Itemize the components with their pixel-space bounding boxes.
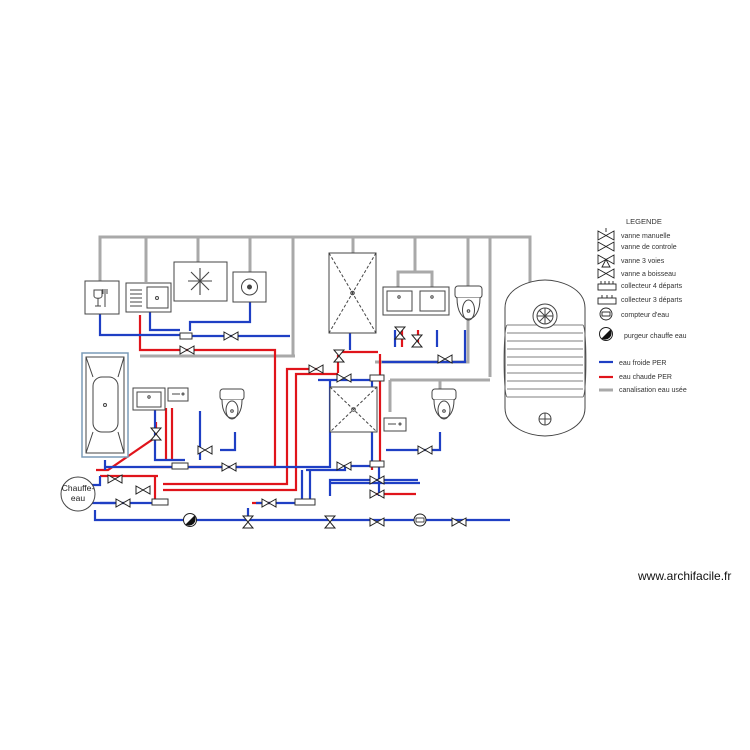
control-box-2 [383,417,407,432]
refrigerator [173,261,228,302]
legend-label-collector-4: collecteur 4 départs [621,283,683,290]
collectors [151,332,385,506]
legend-3way-valve-icon [597,254,615,268]
legend-label-water-meter: compteur d'eau [621,312,669,319]
legend-label-collector-3: collecteur 3 départs [621,297,683,304]
water-tank [503,279,587,437]
shower-1 [328,252,377,334]
legend-label-ball-valve: vanne a boisseau [621,271,676,278]
legend-label-waste: canalisation eau usée [619,387,687,394]
legend-label-3way-valve: vanne 3 voies [621,258,665,265]
washing-machine [232,271,267,303]
heater-label-line1: Chauffe- [62,483,95,493]
legend-title: LEGENDE [626,217,662,226]
water-heater [60,476,96,512]
legend-label-purge: purgeur chauffe eau [624,333,687,340]
valves [107,326,467,529]
legend-ball-valve-icon [597,268,615,279]
dishwasher [84,280,120,315]
legend-label-control-valve: vanne de controle [621,244,677,251]
toilet-1 [219,388,245,420]
kitchen-sink [125,282,172,313]
legend-water-meter-icon [599,307,613,321]
legend-collector-4-icon [597,281,617,291]
water-meter [413,513,427,527]
fixtures [60,252,587,512]
legend-manual-valve-icon [597,228,615,241]
double-washbasin [382,286,450,316]
watermark-text: www.archifacile.fr [638,569,732,583]
bathtub [81,352,129,458]
legend-label-manual-valve: vanne manuelle [621,233,671,240]
washbasin [132,387,166,411]
legend-purge-icon [599,327,613,341]
shower-2 [329,386,378,433]
legend-label-cold: eau froide PER [619,360,666,367]
legend: LEGENDE vanne manuelle vanne de controle… [597,217,687,394]
heater-label-line2: eau [71,493,85,503]
toilet-2 [454,285,483,321]
legend-label-hot: eau chaude PER [619,374,672,381]
legend-control-valve-icon [597,241,615,252]
toilet-3 [431,388,457,420]
purge-valve [183,513,197,527]
control-box [167,387,189,402]
waste-network [98,235,532,412]
legend-collector-3-icon [597,295,617,305]
